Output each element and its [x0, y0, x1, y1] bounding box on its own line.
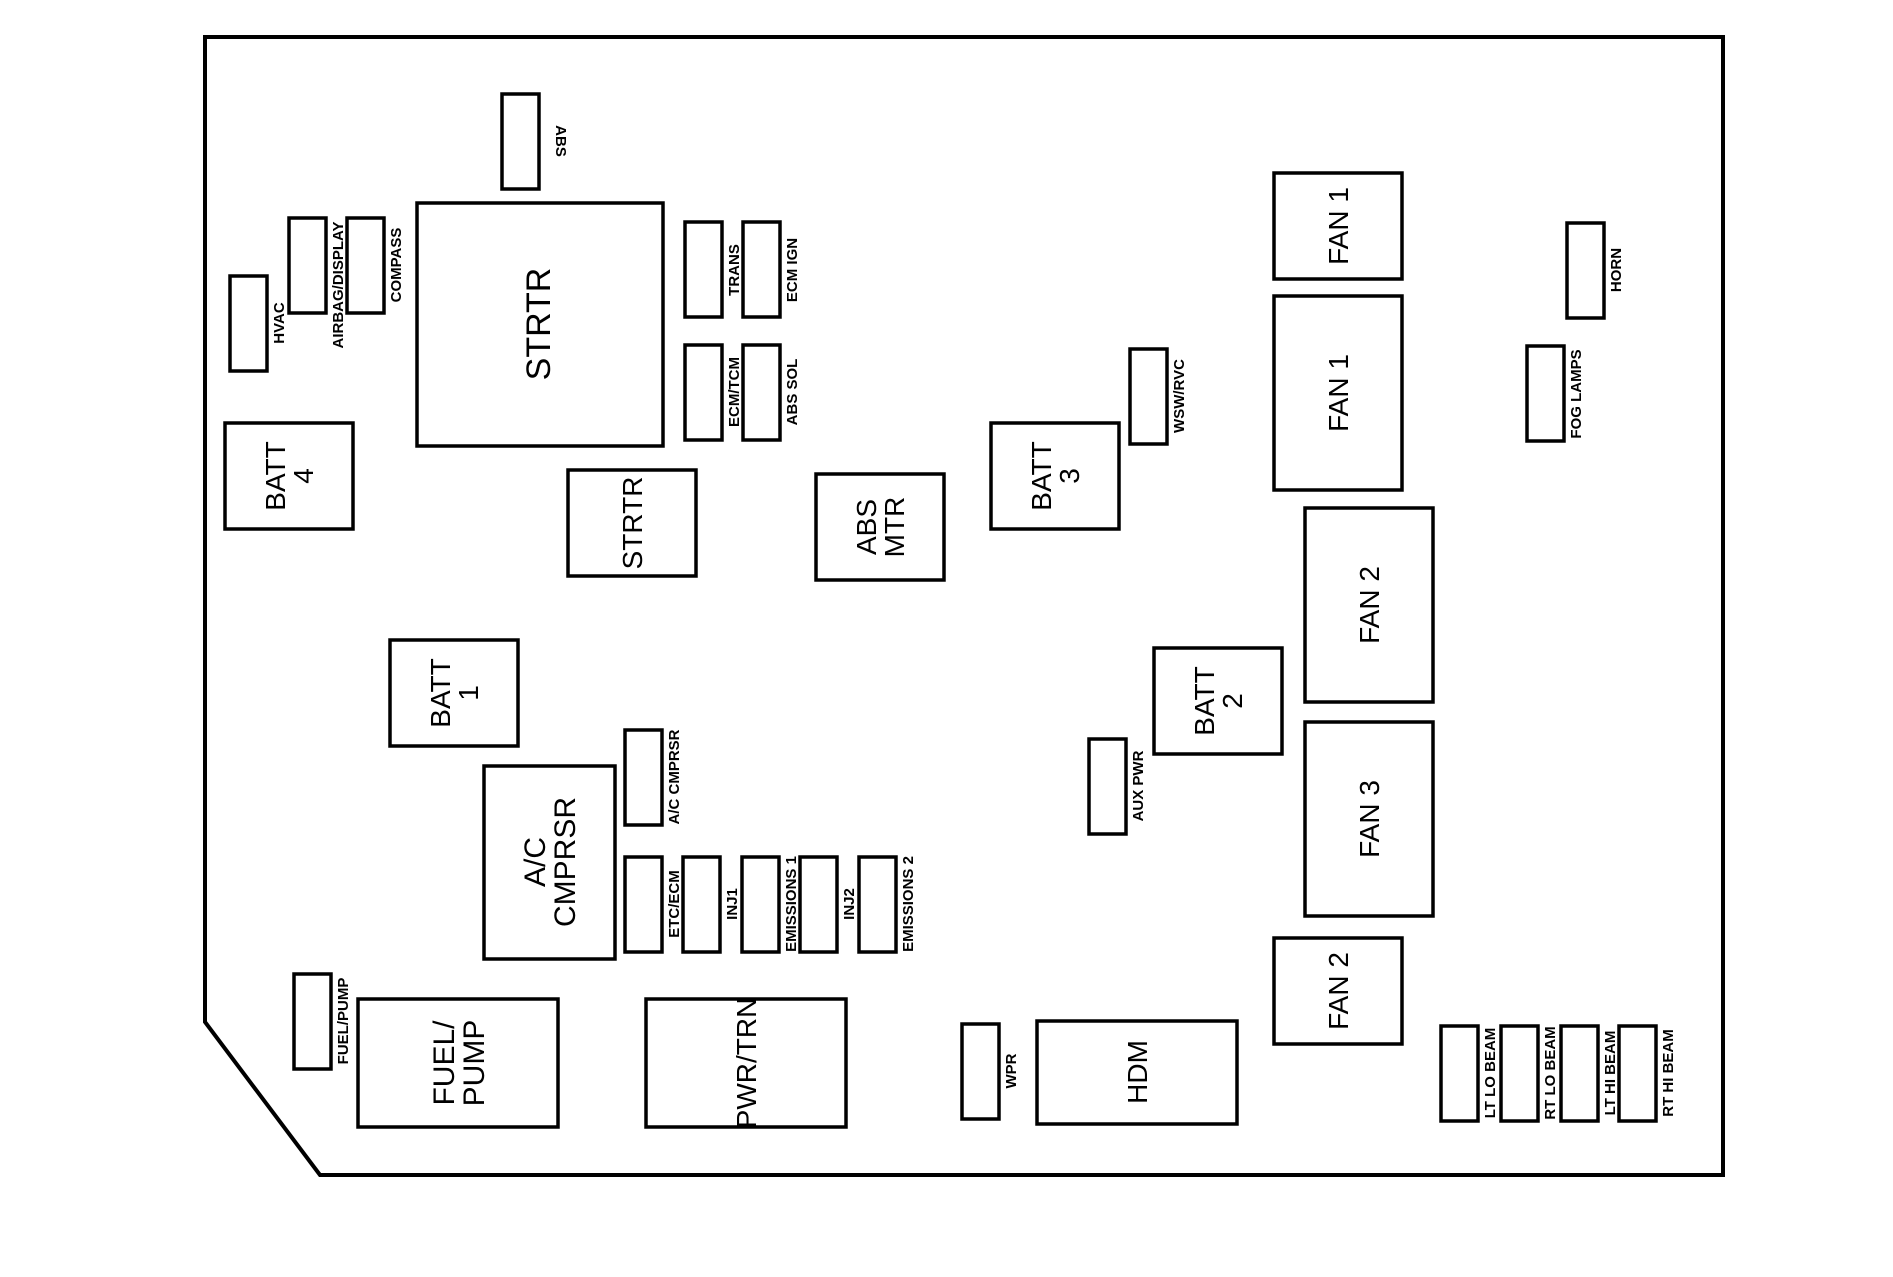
label-horn: HORN [1608, 248, 1625, 292]
label-fan1-top: FAN 1 [1323, 187, 1354, 265]
label-rt-hi-beam: RT HI BEAM [1660, 1029, 1677, 1117]
fuse-fuel-pump [292, 972, 333, 1071]
fuse-emissions2 [857, 855, 898, 954]
fuse-abs-sol [741, 343, 782, 442]
label-abs-mtr-line2: MTR [879, 497, 910, 558]
fuse-emissions1 [740, 855, 781, 954]
label-compass: COMPASS [388, 228, 405, 303]
label-fuel-pump-line2: PUMP [458, 1020, 491, 1107]
label-airbag-display: AIRBAG/DISPLAY [330, 222, 347, 349]
fuse-rt-hi-beam [1617, 1024, 1658, 1123]
relay-fan3 [1303, 720, 1435, 918]
relay-fan2-lower [1272, 936, 1404, 1046]
label-abs: ABS [552, 125, 569, 157]
relay-strtr-small [566, 468, 698, 578]
label-strtr-small: STRTR [617, 477, 648, 570]
fuse-inj2 [798, 855, 839, 954]
label-fan2-upper: FAN 2 [1354, 566, 1385, 644]
label-fuel-pump-fuse: FUEL/PUMP [335, 978, 352, 1065]
fuse-ecm-ign [741, 220, 782, 319]
label-batt1: BATT 1 [425, 658, 484, 727]
fuse-lt-lo-beam [1439, 1024, 1480, 1123]
relay-pwr-trn [644, 997, 848, 1129]
label-ac-cmprsr-fuse: A/C CMPRSR [666, 729, 683, 824]
fuse-block-outline [203, 35, 1725, 1177]
label-fan1-mid: FAN 1 [1323, 354, 1354, 432]
label-batt4-line2: 4 [288, 468, 319, 484]
label-emissions2: EMISSIONS 2 [900, 856, 917, 952]
label-batt3-line2: 3 [1054, 468, 1085, 484]
label-batt2: BATT 2 [1189, 666, 1248, 735]
label-rt-lo-beam: RT LO BEAM [1542, 1026, 1559, 1119]
fuse-wpr [960, 1022, 1001, 1121]
fuse-inj1 [681, 855, 722, 954]
label-ac-cmprsr-line2: CMPRSR [549, 797, 582, 927]
fuse-etc-ecm [623, 855, 664, 954]
label-emissions1: EMISSIONS 1 [783, 856, 800, 952]
fuse-lt-hi-beam [1559, 1024, 1600, 1123]
label-batt4-line1: BATT [260, 441, 291, 510]
label-aux-pwr: AUX PWR [1130, 750, 1147, 821]
fuse-abs [500, 92, 541, 191]
label-wpr: WPR [1003, 1053, 1020, 1088]
label-hdm: HDM [1122, 1040, 1153, 1104]
relay-fan1-top [1272, 171, 1404, 281]
label-inj1: INJ1 [724, 888, 741, 920]
label-ecm-ign: ECM IGN [784, 238, 801, 302]
label-batt2-line2: 2 [1217, 693, 1248, 709]
label-fuel-pump-line1: FUEL/ [428, 1020, 461, 1106]
relay-abs-mtr [814, 472, 946, 582]
label-etc-ecm: ETC/ECM [666, 870, 683, 938]
label-batt1-line2: 1 [453, 685, 484, 701]
label-lt-lo-beam: LT LO BEAM [1482, 1028, 1499, 1119]
label-strtr-large: STRTR [520, 268, 558, 381]
fuse-ac-cmprsr [623, 728, 664, 827]
label-wsw-rvc: WSW/RVC [1171, 359, 1188, 433]
fuse-ecm-tcm [683, 343, 724, 442]
relay-batt2 [1152, 646, 1284, 756]
fuse-hvac [228, 274, 269, 373]
fuse-wsw-rvc [1128, 347, 1169, 446]
label-trans: TRANS [726, 244, 743, 296]
fuse-fog-lamps [1525, 344, 1566, 443]
fuse-airbag-display [287, 216, 328, 315]
label-lt-hi-beam: LT HI BEAM [1602, 1031, 1619, 1116]
label-ac-cmprsr-line1: A/C [519, 837, 552, 887]
label-ecm-tcm: ECM/TCM [726, 357, 743, 427]
label-pwr-trn: PWR/TRN [731, 998, 762, 1129]
label-batt4: BATT 4 [260, 441, 319, 510]
label-fog-lamps: FOG LAMPS [1568, 349, 1585, 438]
fuse-horn [1565, 221, 1606, 320]
fuse-compass [345, 216, 386, 315]
label-batt3: BATT 3 [1026, 441, 1085, 510]
label-batt3-line1: BATT [1026, 441, 1057, 510]
label-abs-sol: ABS SOL [784, 359, 801, 426]
label-batt1-line1: BATT [425, 658, 456, 727]
label-hvac: HVAC [271, 302, 288, 344]
label-fan2-lower: FAN 2 [1323, 952, 1354, 1030]
label-abs-mtr: ABS MTR [851, 497, 910, 558]
relay-fan1-mid [1272, 294, 1404, 492]
relay-fuel-pump [356, 997, 560, 1129]
label-batt2-line1: BATT [1189, 666, 1220, 735]
label-inj2: INJ2 [841, 888, 858, 920]
relay-ac-cmprsr [482, 764, 617, 961]
label-fuel-pump-relay: FUEL/ PUMP [428, 1020, 491, 1107]
fuse-aux-pwr [1087, 737, 1128, 836]
label-fan3: FAN 3 [1354, 780, 1385, 858]
fuse-trans [683, 220, 724, 319]
fuse-rt-lo-beam [1499, 1024, 1540, 1123]
relay-fan2-upper [1303, 506, 1435, 704]
relay-batt4 [223, 421, 355, 531]
label-abs-mtr-line1: ABS [851, 499, 882, 555]
relay-strtr-large [415, 201, 665, 448]
relay-hdm [1035, 1019, 1239, 1126]
label-ac-cmprsr-relay: A/C CMPRSR [519, 797, 582, 927]
relay-batt1 [388, 638, 520, 748]
relay-batt3 [989, 421, 1121, 531]
